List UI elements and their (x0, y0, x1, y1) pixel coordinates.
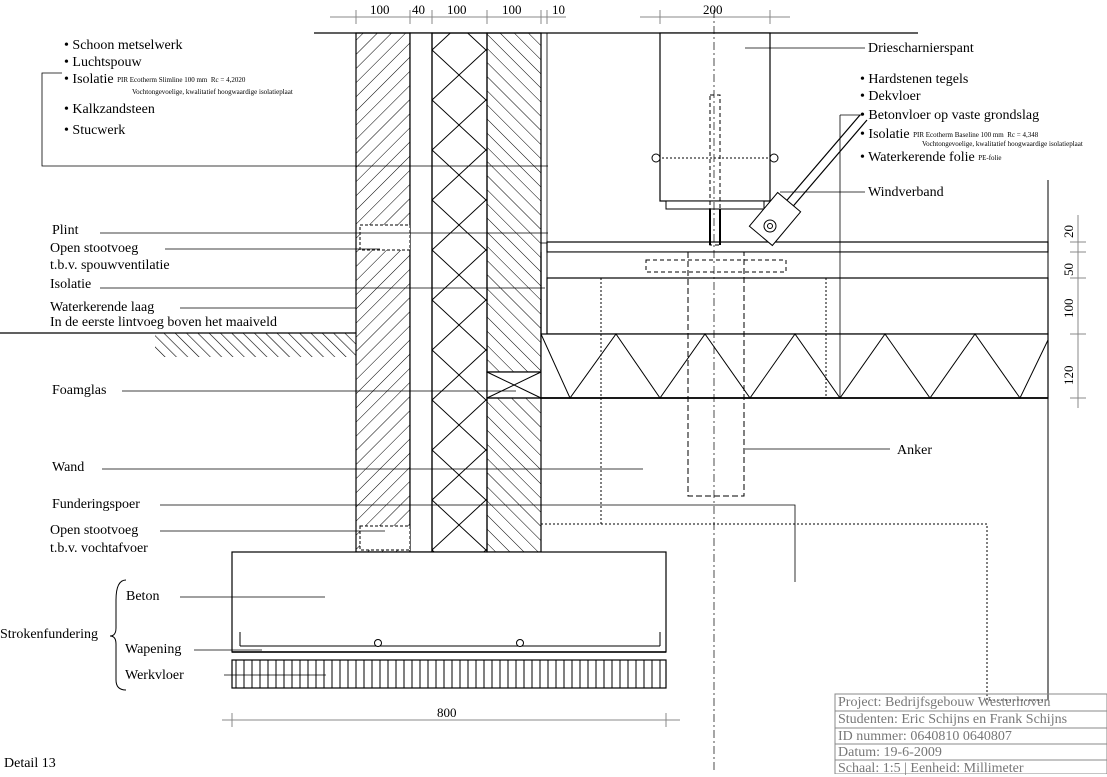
titleblock-studenten: Studenten: Eric Schijns en Frank Schijns (838, 712, 1068, 727)
legend-betonvloer: • Betonvloer op vaste grondslag (860, 108, 1040, 123)
label-plint: Plint (52, 223, 79, 238)
legend-isolatie-floor: • Isolatie PIR Ecotherm Baseline 100 mm … (860, 127, 1039, 142)
label-open-stootvoeg-2: Open stootvoeg (50, 523, 139, 538)
label-anker: Anker (897, 443, 932, 458)
dim-200: 200 (703, 2, 723, 17)
legend-isolatie-floor-note: Vochtongevoelige, kwalitatief hoogwaardi… (922, 140, 1083, 148)
legend-luchtspouw: • Luchtspouw (64, 55, 142, 70)
label-windverband: Windverband (868, 185, 944, 200)
label-spouwventilatie: t.b.v. spouwventilatie (50, 258, 170, 273)
top-dimension-line (330, 10, 790, 24)
legend-stucwerk: • Stucwerk (64, 123, 126, 138)
dim-10: 10 (552, 2, 565, 17)
label-werkvloer: Werkvloer (125, 668, 184, 683)
titleblock-datum: Datum: 19-6-2009 (838, 745, 942, 760)
label-detail: Detail 13 (4, 756, 56, 771)
legend-hardstenen-tegels: • Hardstenen tegels (860, 72, 969, 87)
label-funderingspoer: Funderingspoer (52, 497, 140, 512)
legend-waterkerende-folie: • Waterkerende folie PE-folie (860, 150, 1002, 165)
label-wand: Wand (52, 460, 85, 475)
titleblock-project: Project: Bedrijfsgebouw Westerhoven (838, 695, 1051, 710)
dim-right-120: 120 (1061, 365, 1076, 386)
titleblock-schaal: Schaal: 1:5 | Eenheid: Millimeter (838, 761, 1024, 776)
label-wapening: Wapening (125, 642, 182, 657)
label-open-stootvoeg-1: Open stootvoeg (50, 241, 139, 256)
titleblock-id: ID nummer: 0640810 0640807 (838, 729, 1012, 744)
dim-right-50: 50 (1061, 263, 1076, 276)
dim-40: 40 (412, 2, 425, 17)
label-driescharnierspant: Driescharnierspant (868, 41, 974, 56)
legend-schoon-metselwerk: • Schoon metselwerk (64, 38, 183, 53)
legend-dekvloer: • Dekvloer (860, 89, 921, 104)
label-isolatie-left: Isolatie (50, 277, 92, 292)
label-strokenfundering: Strokenfundering (0, 627, 98, 642)
legend-kalkzandsteen: • Kalkzandsteen (64, 102, 155, 117)
label-beton: Beton (126, 589, 160, 604)
dim-right-100: 100 (1061, 298, 1076, 319)
label-lintvoeg: In de eerste lintvoeg boven het maaiveld (50, 315, 278, 330)
title-block-frame (834, 693, 1107, 774)
label-foamglas: Foamglas (52, 383, 107, 398)
label-waterkerende-laag: Waterkerende laag (50, 300, 155, 315)
label-vochtafvoer: t.b.v. vochtafvoer (50, 541, 148, 556)
dim-bottom-800: 800 (437, 705, 457, 720)
dim-100-c: 100 (502, 2, 522, 17)
dim-right-20: 20 (1061, 225, 1076, 238)
dim-100-b: 100 (447, 2, 467, 17)
dim-100-a: 100 (370, 2, 390, 17)
legend-isolatie-wall-note: Vochtongevoelige, kwalitatief hoogwaardi… (132, 88, 293, 96)
legend-isolatie-wall: • Isolatie PIR Ecotherm Slimline 100 mm … (64, 72, 246, 87)
